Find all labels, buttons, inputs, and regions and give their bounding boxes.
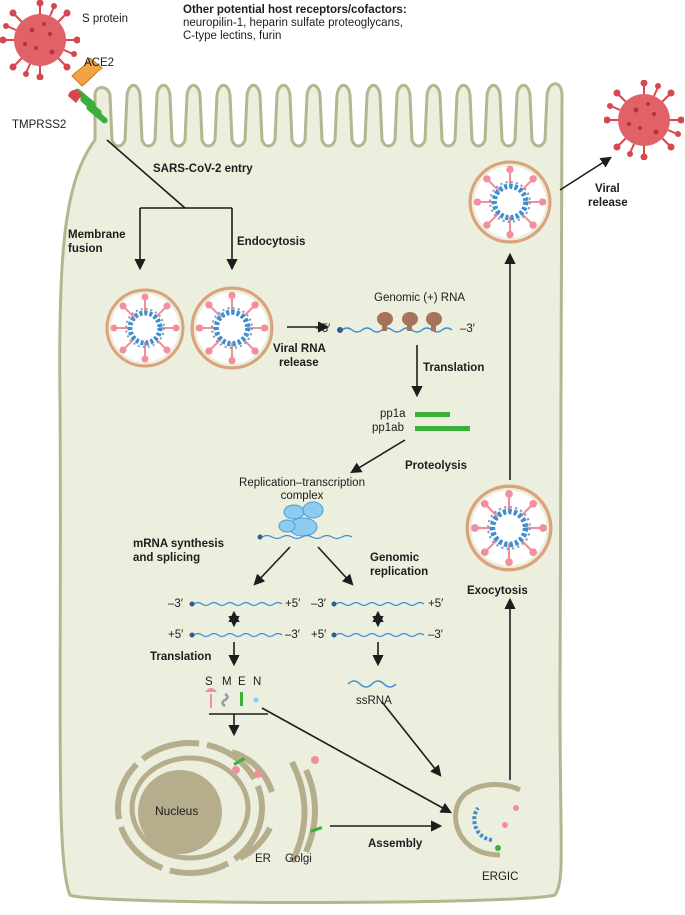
- er-label: ER: [255, 853, 271, 865]
- left-bottom-3-prime: –3′: [285, 629, 300, 641]
- genomic-replication-label-2: replication: [370, 566, 429, 578]
- left-bottom-5-prime: +5′: [168, 629, 184, 641]
- assembly-label: Assembly: [368, 838, 423, 850]
- ssrna-label: ssRNA: [356, 695, 392, 707]
- right-top-5-prime: +5′: [428, 598, 444, 610]
- ace2-label: ACE2: [84, 57, 115, 69]
- ace2-receptor-icon: [71, 57, 103, 87]
- genomic-rna-icon: [337, 312, 453, 333]
- exocytosis-vesicle-icon: [467, 486, 551, 570]
- n-protein-letter: N: [253, 676, 262, 688]
- entry-label: SARS-CoV-2 entry: [153, 163, 253, 175]
- rtc-label-1: Replication–transcription: [239, 477, 365, 489]
- pp1a-bar-icon: [415, 412, 450, 417]
- ergic-icon: [453, 782, 522, 858]
- er-icon: [230, 749, 275, 861]
- e-protein-letter: E: [238, 676, 246, 688]
- translation-label: Translation: [423, 362, 485, 374]
- viral-rna-release-label-2: release: [279, 357, 319, 369]
- s-protein-label: S protein: [82, 13, 129, 25]
- cofactors-line-1: neuropilin-1, heparin sulfate proteoglyc…: [183, 17, 403, 29]
- cofactors-line-2: C-type lectins, furin: [183, 30, 282, 42]
- membrane-fusion-label-1: Membrane: [68, 229, 126, 241]
- tmprss2-icon: [68, 88, 108, 124]
- cell-membrane: [58, 82, 564, 904]
- proteolysis-label: Proteolysis: [405, 460, 467, 472]
- tmprss2-label: TMPRSS2: [12, 119, 67, 131]
- genomic-replication-label-1: Genomic: [370, 552, 420, 564]
- exocytosis-label: Exocytosis: [467, 585, 528, 597]
- viral-release-label-1: Viral: [595, 183, 620, 195]
- viral-rna-release-label-1: Viral RNA: [273, 343, 326, 355]
- rna-strands-icon: [193, 601, 425, 688]
- fusion-virion-icon: [107, 290, 183, 366]
- membrane-fusion-label-2: fusion: [68, 243, 103, 255]
- nucleus-label: Nucleus: [155, 804, 199, 818]
- translation-label-2: Translation: [150, 651, 212, 663]
- pp1ab-label: pp1ab: [372, 422, 404, 434]
- genomic-5-prime: +5′: [315, 323, 331, 335]
- nucleus-icon: [115, 740, 265, 876]
- endocytosis-virion-icon: [192, 288, 272, 368]
- right-bottom-3-prime: –3′: [428, 629, 443, 641]
- viral-release-label-2: release: [588, 197, 628, 209]
- genomic-rna-label: Genomic (+) RNA: [374, 292, 466, 304]
- cofactors-title: Other potential host receptors/cofactors…: [183, 4, 407, 16]
- golgi-icon: [289, 760, 318, 864]
- sars-cov2-virus-icon: [0, 0, 80, 80]
- golgi-label: Golgi: [285, 853, 312, 865]
- ergic-label: ERGIC: [482, 871, 519, 883]
- right-bottom-5-prime: +5′: [311, 629, 327, 641]
- right-top-3-prime: –3′: [311, 598, 326, 610]
- mrna-synthesis-label-1: mRNA synthesis: [133, 538, 224, 550]
- m-protein-letter: M: [222, 676, 232, 688]
- pp1ab-bar-icon: [415, 426, 470, 431]
- released-virus-icon: [604, 80, 684, 160]
- rtc-label-2: complex: [280, 490, 324, 502]
- s-protein-letter: S: [205, 676, 213, 688]
- structural-proteins-icon: [205, 688, 259, 708]
- left-top-3-prime: –3′: [168, 598, 183, 610]
- mrna-synthesis-label-2: and splicing: [133, 552, 201, 564]
- release-vesicle-icon: [470, 162, 550, 242]
- pp1a-label: pp1a: [380, 408, 406, 420]
- endocytosis-label: Endocytosis: [237, 236, 306, 248]
- left-top-5-prime: +5′: [285, 598, 301, 610]
- genomic-3-prime: –3′: [460, 323, 475, 335]
- rtc-complex-icon: [257, 501, 353, 540]
